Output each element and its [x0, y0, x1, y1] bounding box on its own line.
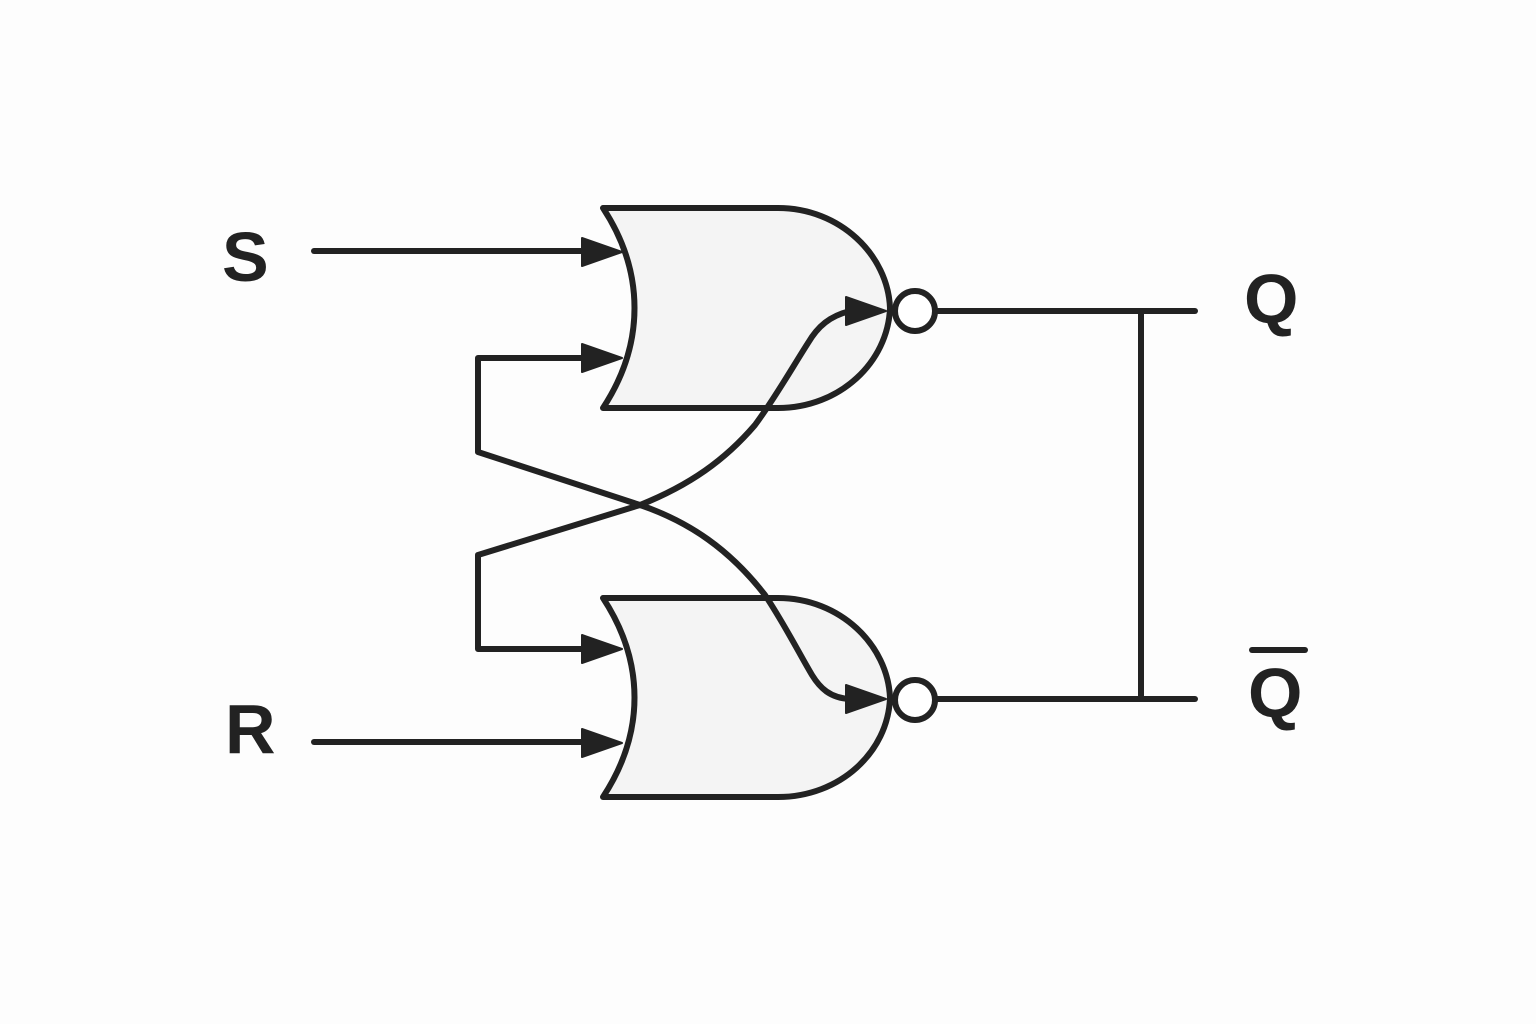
arrowhead-top-cross — [845, 296, 887, 326]
inverter-bubble-bottom — [892, 677, 938, 723]
gate-bottom-nor — [600, 595, 893, 800]
label-r: R — [225, 690, 276, 768]
label-s: S — [222, 218, 269, 296]
arrowhead-s — [581, 237, 623, 267]
arrowhead-r — [581, 728, 623, 758]
inverter-bubble-top — [892, 288, 938, 334]
feedback-wire-bottom-input — [475, 308, 853, 652]
arrowhead-bottom-cross — [845, 684, 887, 714]
feedback-wire-top-input — [475, 355, 853, 702]
arrowhead-bottom-feedback — [581, 634, 623, 664]
label-q-bar: Q — [1248, 654, 1302, 732]
arrowhead-top-feedback — [581, 343, 623, 373]
label-q: Q — [1244, 260, 1298, 338]
gate-top-nor — [600, 205, 893, 411]
